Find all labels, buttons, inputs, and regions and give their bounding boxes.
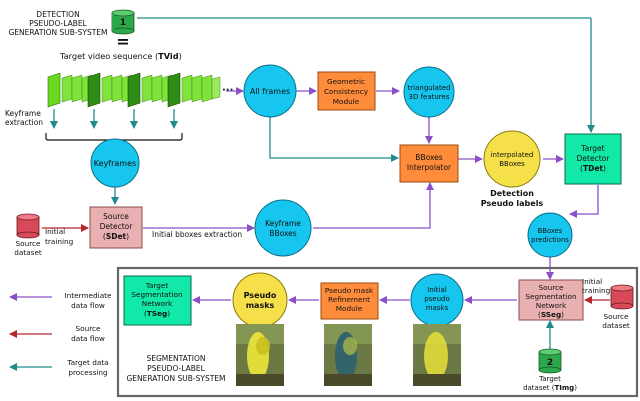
pseudo-masks-grape-photo xyxy=(236,324,284,386)
legend-source-label-2: data flow xyxy=(71,334,105,343)
keyframe-bboxes-label-2: BBoxes xyxy=(269,229,296,238)
source-dataset-icon-top xyxy=(16,213,40,239)
detection-pseudo-labels-title-2: Pseudo labels xyxy=(481,199,544,208)
badge-2: 2 xyxy=(547,358,553,368)
equals-sign: = xyxy=(116,32,129,51)
interpolated-label-1: interpolated xyxy=(491,151,534,159)
interpolated-label-2: BBoxes xyxy=(499,160,525,168)
source-detector-label-2: Detector xyxy=(100,222,134,231)
initial-training-top-1: Initial xyxy=(45,227,65,236)
initial-mask-grape-photo xyxy=(413,324,461,386)
source-seg-label-2: Segmentation xyxy=(525,292,576,301)
pseudo-masks-label-1: Pseudo xyxy=(244,291,277,300)
triangulated-label-1: triangulated xyxy=(408,84,451,92)
badge-1: 1 xyxy=(120,18,126,28)
source-seg-label-3: Network xyxy=(536,301,567,310)
initial-training-bottom-1: Initial xyxy=(582,277,602,286)
source-segmentation-node xyxy=(518,279,584,321)
initial-training-top-2: training xyxy=(45,237,73,246)
refinement-label-1: Pseudo mask xyxy=(325,286,374,295)
target-dataset-label-2: dataset (TImg) xyxy=(523,384,577,392)
target-seg-label-1: Target xyxy=(145,281,169,290)
initial-training-bottom-2: training xyxy=(582,286,610,295)
legend-source-label-1: Source xyxy=(75,324,101,333)
target-detector-label-1: Target xyxy=(580,144,604,153)
detection-title-line1: DETECTION xyxy=(36,10,79,19)
source-seg-label-1: Source xyxy=(538,283,564,292)
pseudo-masks-node xyxy=(232,272,288,328)
target-dataset-database-icon xyxy=(538,348,562,374)
target-seg-label-3: Network xyxy=(142,299,173,308)
geometric-consistency-node xyxy=(317,71,376,111)
initial-pseudo-label-3: masks xyxy=(426,304,449,312)
video-frame-strip xyxy=(47,72,221,108)
bboxes-interpolator-node xyxy=(399,144,459,183)
target-detector-label-2: Detector xyxy=(577,154,611,163)
source-dataset-label-bottom-1: Source xyxy=(603,312,629,321)
triangulated-label-2: 3D features xyxy=(409,93,450,101)
geometric-label-3: Module xyxy=(333,97,360,106)
legend-intermediate-label-1: Intermediate xyxy=(64,291,112,300)
detection-title-line3: GENERATION SUB-SYSTEM xyxy=(8,28,107,37)
initial-bboxes-extraction-label: Initial bboxes extraction xyxy=(152,230,242,239)
bboxes-predictions-node xyxy=(527,212,573,258)
initial-pseudo-label-2: pseudo xyxy=(424,295,450,303)
legend-target-label-1: Target data xyxy=(66,358,108,367)
keyframe-extraction-arrows xyxy=(50,109,178,129)
legend-target-label-2: processing xyxy=(68,368,107,377)
target-segmentation-node xyxy=(123,275,192,326)
initial-pseudo-label-1: Initial xyxy=(427,286,446,294)
interpolator-label-2: Interpolator xyxy=(407,163,452,172)
source-dataset-label-top-1: Source xyxy=(15,239,41,248)
keyframes-node xyxy=(90,138,140,188)
source-detector-label-1: Source xyxy=(103,212,129,221)
allframes-to-interpolator-arrow xyxy=(269,117,399,162)
refinement-label-2: Refinement xyxy=(328,295,370,304)
target-dataset-label-1: Target xyxy=(538,375,561,383)
target-seg-label-2: Segmentation xyxy=(131,290,182,299)
target-video-database-icon xyxy=(111,9,135,35)
segmentation-subsystem-frame xyxy=(116,266,639,398)
keyframe-bboxes-node xyxy=(254,199,312,257)
source-seg-label-4: (SSeg) xyxy=(538,310,564,319)
pseudo-masks-label-2: masks xyxy=(246,301,275,310)
segmentation-title-line3: GENERATION SUB-SYSTEM xyxy=(126,374,225,383)
detection-pseudo-labels-title-1: Detection xyxy=(490,189,534,198)
video-sequence-label: Target video sequence (TVid) xyxy=(59,51,182,61)
predictions-label-2: predictions xyxy=(531,236,569,244)
target-detector-node xyxy=(564,133,622,185)
all-frames-label: All frames xyxy=(250,87,290,96)
triangulated-features-node xyxy=(403,66,455,118)
geometric-label-2: Consistency xyxy=(324,87,369,96)
keyframe-extraction-label-1: Keyframe xyxy=(5,109,41,118)
keyframe-bboxes-to-interpolator-arrow xyxy=(313,182,434,229)
refinement-label-3: Module xyxy=(336,304,363,313)
interpolated-bboxes-node xyxy=(483,130,541,188)
source-dataset-label-bottom-2: dataset xyxy=(602,321,630,330)
detection-title-line2: PSEUDO-LABEL xyxy=(29,19,87,28)
source-detector-node xyxy=(89,206,143,249)
legend: Intermediate data flow Source data flow … xyxy=(9,291,112,377)
source-dataset-icon-bottom xyxy=(610,284,634,310)
keyframe-bboxes-label-1: Keyframe xyxy=(265,219,301,228)
keyframes-label: Keyframes xyxy=(94,159,136,168)
target-detector-label-3: (TDet) xyxy=(580,164,606,173)
target-seg-label-4: (TSeg) xyxy=(144,309,170,318)
refinement-module-node xyxy=(320,282,379,320)
keyframe-extraction-label-2: extraction xyxy=(5,118,43,127)
segmentation-title-line2: PSEUDO-LABEL xyxy=(147,364,205,373)
all-frames-node xyxy=(243,64,297,118)
interpolator-label-1: BBoxes xyxy=(415,153,442,162)
target-detector-to-predictions-arrow xyxy=(569,185,599,218)
refined-mask-grape-photo xyxy=(324,324,372,386)
legend-intermediate-label-2: data flow xyxy=(71,301,105,310)
geometric-label-1: Geometric xyxy=(327,77,365,86)
segmentation-title-line1: SEGMENTATION xyxy=(147,354,206,363)
predictions-label-1: BBoxes xyxy=(538,227,563,235)
source-detector-label-3: (SDet) xyxy=(103,232,129,241)
source-dataset-label-top-2: dataset xyxy=(14,248,42,257)
